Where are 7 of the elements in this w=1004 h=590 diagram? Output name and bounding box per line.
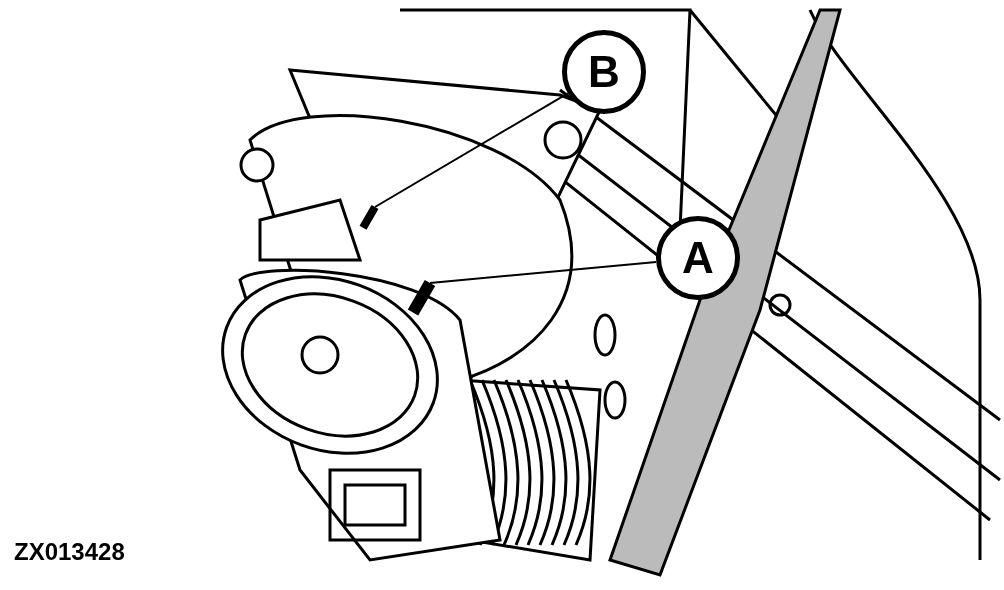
leader-line (429, 260, 658, 284)
alignment-mark (359, 205, 379, 230)
alignment-mark (407, 280, 436, 316)
callout-letter: B (562, 30, 646, 114)
leader-line (374, 92, 569, 208)
figure-number: ZX013428 (14, 538, 125, 566)
callout-letter: A (656, 216, 740, 300)
